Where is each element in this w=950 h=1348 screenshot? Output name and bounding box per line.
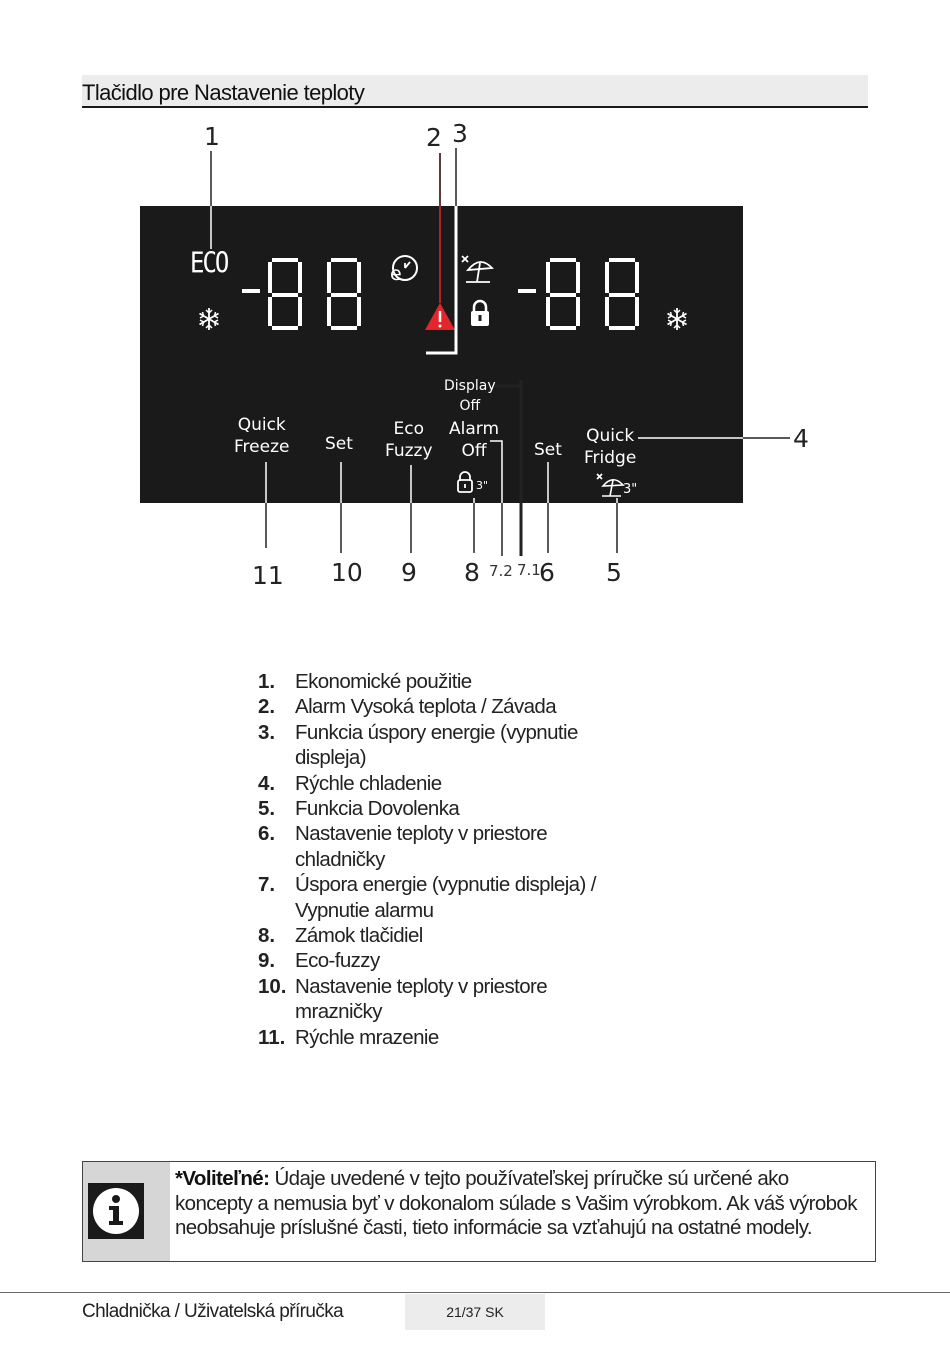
- callout-6: 6: [539, 558, 555, 587]
- lock-icon: [471, 299, 489, 326]
- list-item-number: 10.: [258, 974, 287, 998]
- panel-graphics: [198, 148, 790, 556]
- list-item: 8. Zámok tlačidiel: [258, 923, 618, 948]
- list-item: 9. Eco-fuzzy: [258, 948, 618, 973]
- alarm-off-label-1: Alarm: [449, 419, 500, 439]
- set-freezer-button[interactable]: Set: [325, 434, 353, 454]
- list-item-number: 3.: [258, 720, 276, 744]
- list-item-number: 1.: [258, 670, 276, 693]
- eco-e-letter: e: [390, 263, 402, 285]
- set-fridge-button[interactable]: Set: [534, 440, 562, 460]
- list-item-text: Ekonomické použitie: [295, 670, 472, 693]
- list-item-number: 8.: [258, 924, 276, 948]
- button-lock-icon: [457, 471, 473, 493]
- vacation-hold-time: 3": [623, 482, 638, 497]
- callout-9: 9: [401, 558, 417, 587]
- list-item: 1. Ekonomické použitie: [258, 669, 618, 694]
- vacation-umbrella-icon: [461, 255, 494, 283]
- list-item-text: Rýchle mrazenie: [295, 1025, 439, 1049]
- list-item-number: 2.: [258, 695, 276, 719]
- quick-fridge-label-1: Quick: [586, 426, 635, 446]
- quick-freeze-button[interactable]: Quick Freeze: [234, 414, 289, 458]
- quick-freeze-label-2: Freeze: [234, 437, 290, 457]
- snowflake-icon: [198, 307, 220, 331]
- eco-fuzzy-label-1: Eco: [393, 419, 425, 439]
- footer-page-number: 21/37 SK: [405, 1294, 545, 1330]
- note-label: *Voliteľné:: [175, 1167, 270, 1190]
- display-panel: [140, 206, 743, 379]
- display-off-button[interactable]: Display Off: [444, 376, 496, 416]
- note-icon-background: [83, 1162, 170, 1261]
- list-item-number: 4.: [258, 771, 276, 795]
- callout-2: 2: [426, 123, 442, 152]
- eco-fuzzy-label-2: Fuzzy: [385, 441, 433, 461]
- callout-1: 1: [204, 122, 220, 151]
- callout-7-2: 7.2: [489, 562, 513, 580]
- quick-freeze-label-1: Quick: [237, 415, 286, 435]
- list-item-text: Nastavenie teploty v priestore chladničk…: [295, 822, 548, 871]
- display-off-label-2: Off: [459, 398, 481, 414]
- list-item-number: 5.: [258, 797, 276, 821]
- list-item-text: Eco-fuzzy: [295, 949, 380, 973]
- list-item-text: Rýchle chladenie: [295, 771, 442, 795]
- list-item-text: Zámok tlačidiel: [295, 924, 423, 948]
- callout-4: 4: [793, 424, 809, 453]
- eco-fuzzy-button[interactable]: Eco Fuzzy: [385, 418, 433, 462]
- snowflake-icon: [666, 307, 688, 331]
- list-item-text: Funkcia Dovolenka: [295, 797, 460, 821]
- list-item: 5. Funkcia Dovolenka: [258, 796, 618, 821]
- note-text: *Voliteľné: Údaje uvedené v tejto použív…: [175, 1167, 865, 1241]
- eco-timer-icon: [392, 255, 418, 281]
- callout-3: 3: [452, 119, 468, 148]
- callout-8: 8: [464, 558, 480, 587]
- list-item-number: 11.: [258, 1025, 286, 1049]
- list-item-number: 6.: [258, 822, 276, 846]
- list-item: 4. Rýchle chladenie: [258, 771, 618, 796]
- alarm-triangle-icon: [425, 303, 455, 330]
- list-item: 3. Funkcia úspory energie (vypnutie displ…: [258, 720, 595, 771]
- list-item: 11. Rýchle mrazenie: [258, 1025, 618, 1050]
- list-item-number: 9.: [258, 949, 276, 973]
- list-item-text: Alarm Vysoká teplota / Závada: [295, 695, 557, 719]
- quick-fridge-button[interactable]: Quick Fridge: [584, 425, 636, 469]
- eco-indicator: ECO: [190, 246, 229, 280]
- lock-hold-time: 3": [476, 479, 489, 492]
- list-item-text: Nastavenie teploty v priestore mrazničky: [295, 974, 548, 1024]
- list-item-text: Úspora energie (vypnutie displeja) / Vyp…: [295, 873, 596, 922]
- callout-5: 5: [606, 558, 622, 587]
- button-panel: [140, 379, 743, 503]
- list-item: 6. Nastavenie teploty v priestore chladni…: [258, 821, 575, 872]
- info-icon: [88, 1183, 144, 1239]
- list-item: 2. Alarm Vysoká teplota / Závada: [258, 694, 618, 719]
- footer-document-title: Chladnička / Uživatelská příručka: [82, 1301, 344, 1322]
- alarm-off-label-2: Off: [461, 441, 487, 461]
- legend-list: 1. Ekonomické použitie 2. Alarm Vysoká tep…: [258, 669, 618, 1050]
- note-body: Údaje uvedené v tejto používateľskej prí…: [175, 1167, 857, 1239]
- button-umbrella-icon: [596, 473, 625, 497]
- list-item: 7. Úspora energie (vypnutie displeja) / V…: [258, 872, 615, 923]
- quick-fridge-label-2: Fridge: [584, 448, 637, 468]
- section-title-text: Tlačidlo pre Nastavenie teploty: [82, 80, 365, 105]
- alarm-off-button[interactable]: Alarm Off: [449, 418, 499, 462]
- list-item-number: 7.: [258, 873, 276, 897]
- list-item: 10. Nastavenie teploty v priestore mrazni…: [258, 974, 575, 1025]
- callout-7-1: 7.1: [517, 561, 541, 579]
- display-off-label-1: Display: [444, 378, 496, 394]
- footer-divider: [0, 1292, 950, 1293]
- list-item-text: Funkcia úspory energie (vypnutie displej…: [295, 720, 578, 770]
- callout-10: 10: [331, 558, 363, 587]
- callout-11: 11: [252, 561, 284, 590]
- note-box: *Voliteľné: Údaje uvedené v tejto použív…: [82, 1161, 876, 1262]
- section-title: Tlačidlo pre Nastavenie teploty: [82, 75, 868, 108]
